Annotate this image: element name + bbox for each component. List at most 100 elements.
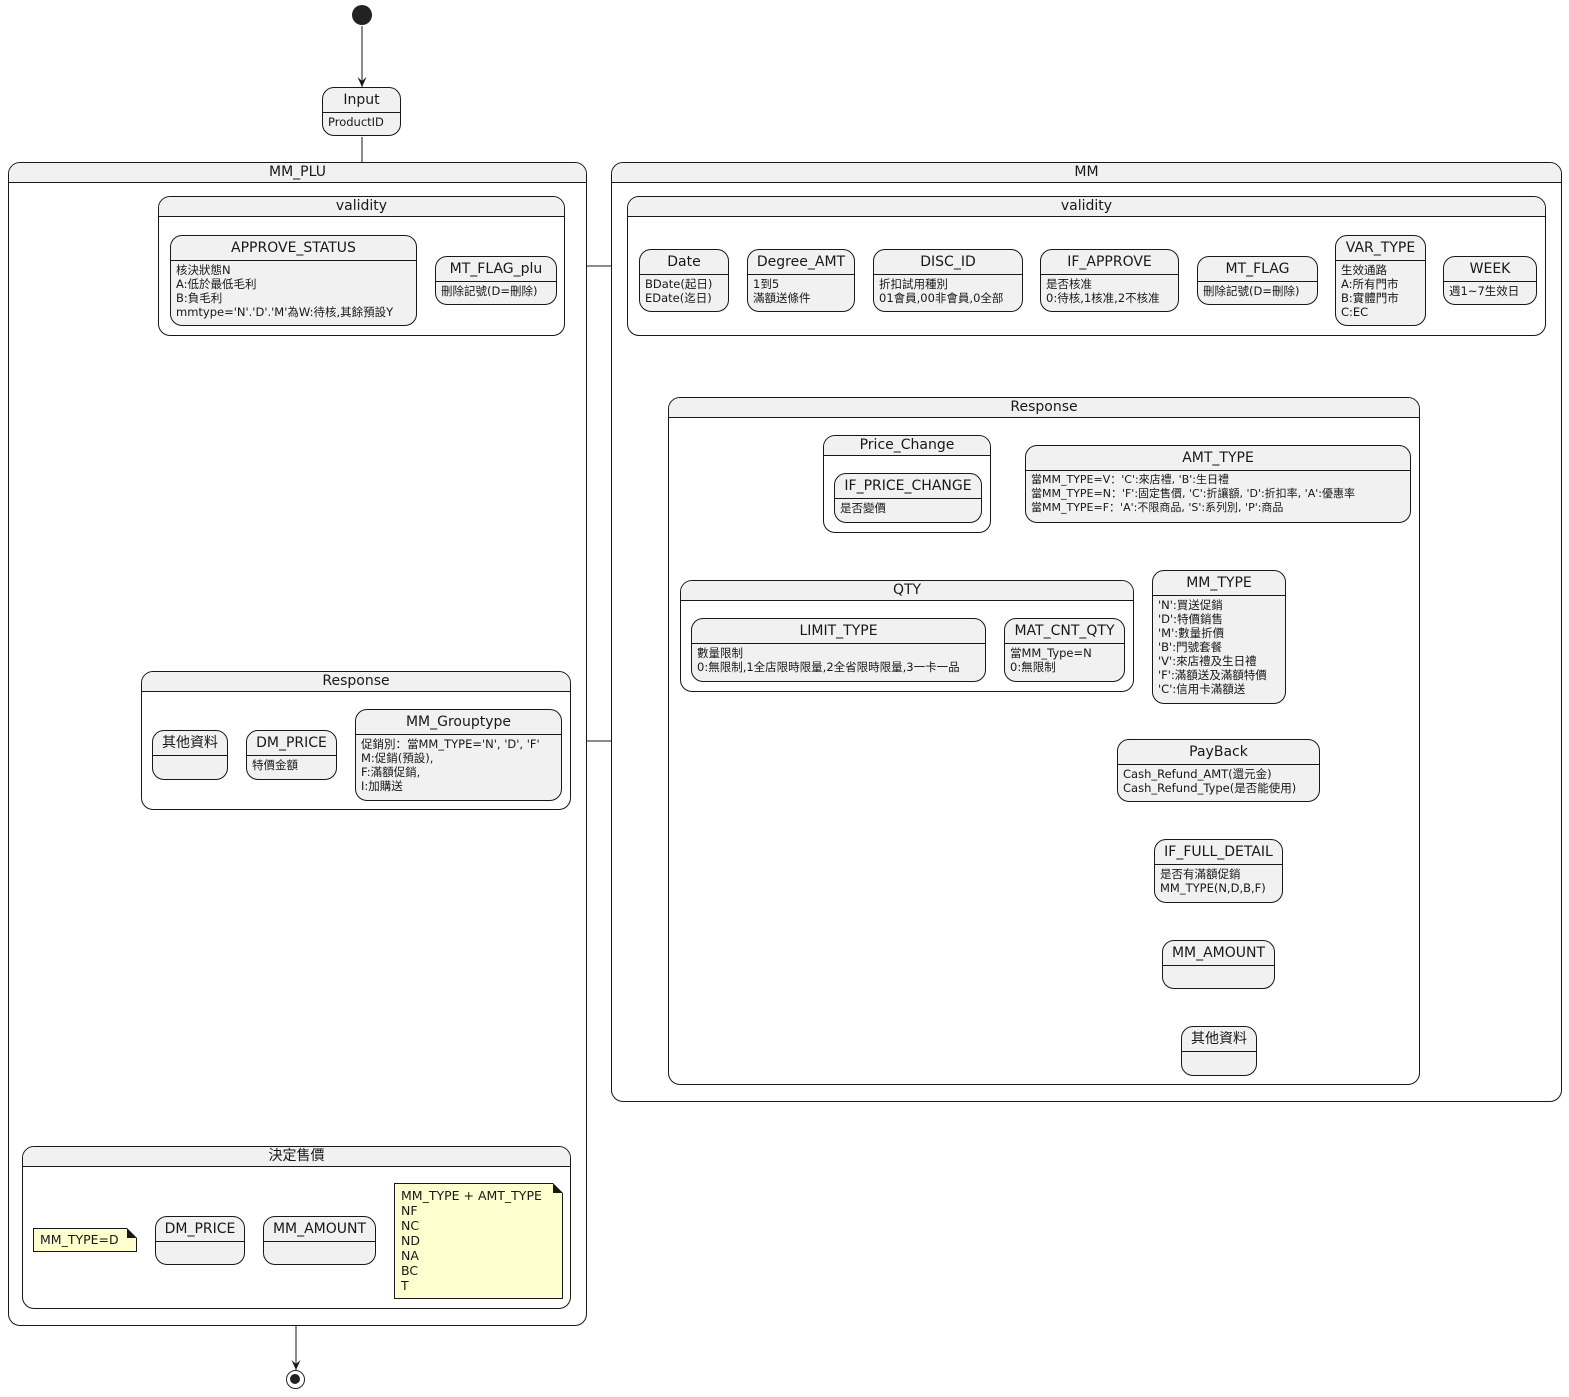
text-line: 特價金額 bbox=[252, 758, 298, 772]
date-state[interactable]: Date BDate(起日)EDate(迄日) bbox=[639, 249, 729, 312]
end-node-core bbox=[290, 1374, 300, 1384]
state-title: MM_AMOUNT bbox=[1163, 941, 1274, 966]
state-title: IF_APPROVE bbox=[1041, 250, 1178, 275]
text-line: mmtype='N'.'D'.'M'為W:待核,其餘預設Y bbox=[176, 305, 394, 319]
state-title: IF_FULL_DETAIL bbox=[1155, 840, 1282, 865]
text-line: NC bbox=[401, 1218, 420, 1233]
state-title: WEEK bbox=[1444, 257, 1536, 282]
text-line: 當MM_Type=N bbox=[1010, 646, 1092, 660]
text-line: ProductID bbox=[328, 115, 384, 129]
text-line: 'F':滿額送及滿額特價 bbox=[1158, 668, 1267, 682]
text-line: MM_TYPE(N,D,B,F) bbox=[1160, 881, 1266, 895]
frame-title: Response bbox=[669, 398, 1419, 418]
mm-other-data-state[interactable]: 其他資料 bbox=[1181, 1026, 1257, 1076]
text-line: 當MM_TYPE=V：'C':來店禮, 'B':生日禮 bbox=[1031, 473, 1229, 486]
decide-mm-amount-state[interactable]: MM_AMOUNT bbox=[263, 1216, 376, 1265]
text-line: 滿額送條件 bbox=[753, 291, 811, 305]
state-title: Date bbox=[640, 250, 728, 275]
state-title: DM_PRICE bbox=[156, 1217, 244, 1242]
end-node bbox=[286, 1370, 305, 1389]
text-line: 刪除記號(D=刪除) bbox=[1203, 284, 1300, 298]
mm-grouptype-state[interactable]: MM_Grouptype 促銷別：當MM_TYPE='N', 'D', 'F'M… bbox=[355, 709, 562, 801]
text-line: 當MM_TYPE=F：'A':不限商品, 'S':系列別, 'P':商品 bbox=[1031, 501, 1284, 514]
state-body: BDate(起日)EDate(迄日) bbox=[640, 275, 728, 305]
text-line: EDate(迄日) bbox=[645, 291, 712, 305]
week-state[interactable]: WEEK 週1~7生效日 bbox=[1443, 256, 1537, 305]
frame-title: MM_PLU bbox=[9, 163, 586, 183]
state-title: MT_FLAG bbox=[1198, 257, 1317, 282]
input-state[interactable]: Input ProductID bbox=[322, 87, 401, 136]
frame-title: Response bbox=[142, 672, 570, 692]
text-line: F:滿額促銷, bbox=[361, 765, 421, 779]
text-line: 是否有滿額促銷 bbox=[1160, 867, 1241, 881]
state-title: AMT_TYPE bbox=[1026, 446, 1410, 471]
state-body: 週1~7生效日 bbox=[1444, 282, 1536, 298]
text-line: 0:待核,1核准,2不核准 bbox=[1046, 291, 1160, 305]
note-fold bbox=[127, 1228, 137, 1238]
note-mm-type-d: MM_TYPE=D bbox=[33, 1228, 137, 1252]
state-body: 'N':買送促銷'D':特價銷售'M':數量折價'B':門號套餐'V':來店禮及… bbox=[1153, 596, 1285, 696]
mm-amount-state[interactable]: MM_AMOUNT bbox=[1162, 940, 1275, 989]
frame-title: MM bbox=[612, 163, 1561, 183]
text-line: 刪除記號(D=刪除) bbox=[441, 284, 538, 298]
state-body: 當MM_TYPE=V：'C':來店禮, 'B':生日禮當MM_TYPE=N：'F… bbox=[1026, 471, 1410, 515]
state-body: ProductID bbox=[323, 113, 400, 129]
note-body: MM_TYPE=D bbox=[40, 1231, 130, 1249]
text-line: 'V':來店禮及生日禮 bbox=[1158, 654, 1257, 668]
amt-type-state[interactable]: AMT_TYPE 當MM_TYPE=V：'C':來店禮, 'B':生日禮當MM_… bbox=[1025, 445, 1411, 523]
state-title: MT_FLAG_plu bbox=[436, 257, 556, 282]
text-line: 週1~7生效日 bbox=[1449, 284, 1520, 298]
state-title: DM_PRICE bbox=[247, 731, 336, 756]
mm-type-state[interactable]: MM_TYPE 'N':買送促銷'D':特價銷售'M':數量折價'B':門號套餐… bbox=[1152, 570, 1286, 704]
text-line: 'M':數量折價 bbox=[1158, 626, 1225, 640]
mt-flag-plu-state[interactable]: MT_FLAG_plu 刪除記號(D=刪除) bbox=[435, 256, 557, 305]
state-body: 是否變價 bbox=[835, 499, 981, 515]
state-title: MM_TYPE bbox=[1153, 571, 1285, 596]
text-line: NF bbox=[401, 1203, 418, 1218]
dm-price-state[interactable]: DM_PRICE 特價金額 bbox=[246, 730, 337, 780]
text-line: I:加購送 bbox=[361, 779, 403, 793]
text-line: NA bbox=[401, 1248, 419, 1263]
text-line: MM_TYPE=D bbox=[40, 1232, 119, 1247]
text-line: 是否核准 bbox=[1046, 277, 1092, 291]
text-line: 是否變價 bbox=[840, 501, 886, 515]
text-line: MM_TYPE + AMT_TYPE bbox=[401, 1188, 542, 1203]
text-line: M:促銷(預設), bbox=[361, 751, 434, 765]
transition-start-input bbox=[357, 26, 367, 87]
text-line: 數量限制 bbox=[697, 646, 743, 660]
state-title: APPROVE_STATUS bbox=[171, 236, 416, 261]
text-line: 當MM_TYPE=N：'F':固定售價, 'C':折讓額, 'D':折扣率, '… bbox=[1031, 487, 1355, 500]
decide-dm-price-state[interactable]: DM_PRICE bbox=[155, 1216, 245, 1265]
state-body: 刪除記號(D=刪除) bbox=[436, 282, 556, 298]
text-line: B:實體門市 bbox=[1341, 291, 1399, 305]
if-price-change-state[interactable]: IF_PRICE_CHANGE 是否變價 bbox=[834, 473, 982, 523]
mt-flag-state[interactable]: MT_FLAG 刪除記號(D=刪除) bbox=[1197, 256, 1318, 305]
text-line: A:低於最低毛利 bbox=[176, 277, 257, 291]
payback-state[interactable]: PayBack Cash_Refund_AMT(還元金)Cash_Refund_… bbox=[1117, 739, 1320, 802]
frame-title: validity bbox=[159, 197, 564, 217]
text-line: 'C':信用卡滿額送 bbox=[1158, 682, 1246, 696]
state-body: 促銷別：當MM_TYPE='N', 'D', 'F'M:促銷(預設),F:滿額促… bbox=[356, 735, 561, 793]
state-title: MM_Grouptype bbox=[356, 710, 561, 735]
state-title: LIMIT_TYPE bbox=[692, 619, 985, 644]
text-line: 生效通路 bbox=[1341, 263, 1387, 277]
other-data-state[interactable]: 其他資料 bbox=[152, 730, 228, 780]
text-line: Cash_Refund_AMT(還元金) bbox=[1123, 767, 1272, 781]
note-fold bbox=[553, 1183, 563, 1193]
